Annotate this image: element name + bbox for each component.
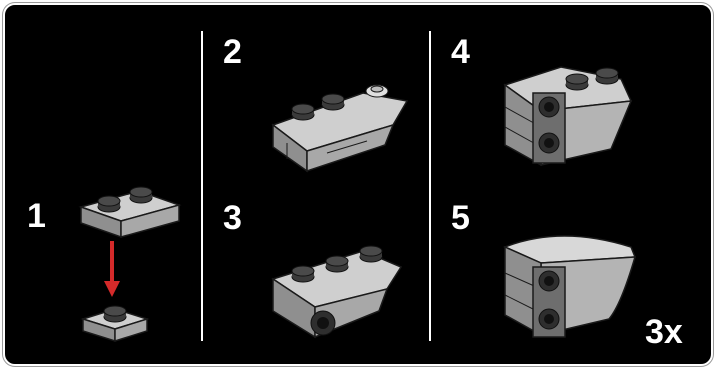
step-4-illustration	[501, 57, 641, 177]
column-divider-2	[429, 31, 431, 341]
step-3-illustration	[267, 237, 417, 347]
step-number-3: 3	[223, 201, 242, 235]
column-divider-1	[201, 31, 203, 341]
instruction-panel: 1 2 3 4 5 3x	[3, 3, 713, 366]
step-number-5: 5	[451, 201, 470, 235]
step-number-2: 2	[223, 35, 242, 69]
step-5-illustration	[501, 227, 641, 347]
step-number-4: 4	[451, 35, 470, 69]
step-number-1: 1	[27, 199, 46, 233]
step-1-illustration	[75, 185, 185, 345]
step-2-illustration	[267, 73, 417, 173]
quantity-multiplier: 3x	[645, 315, 683, 349]
